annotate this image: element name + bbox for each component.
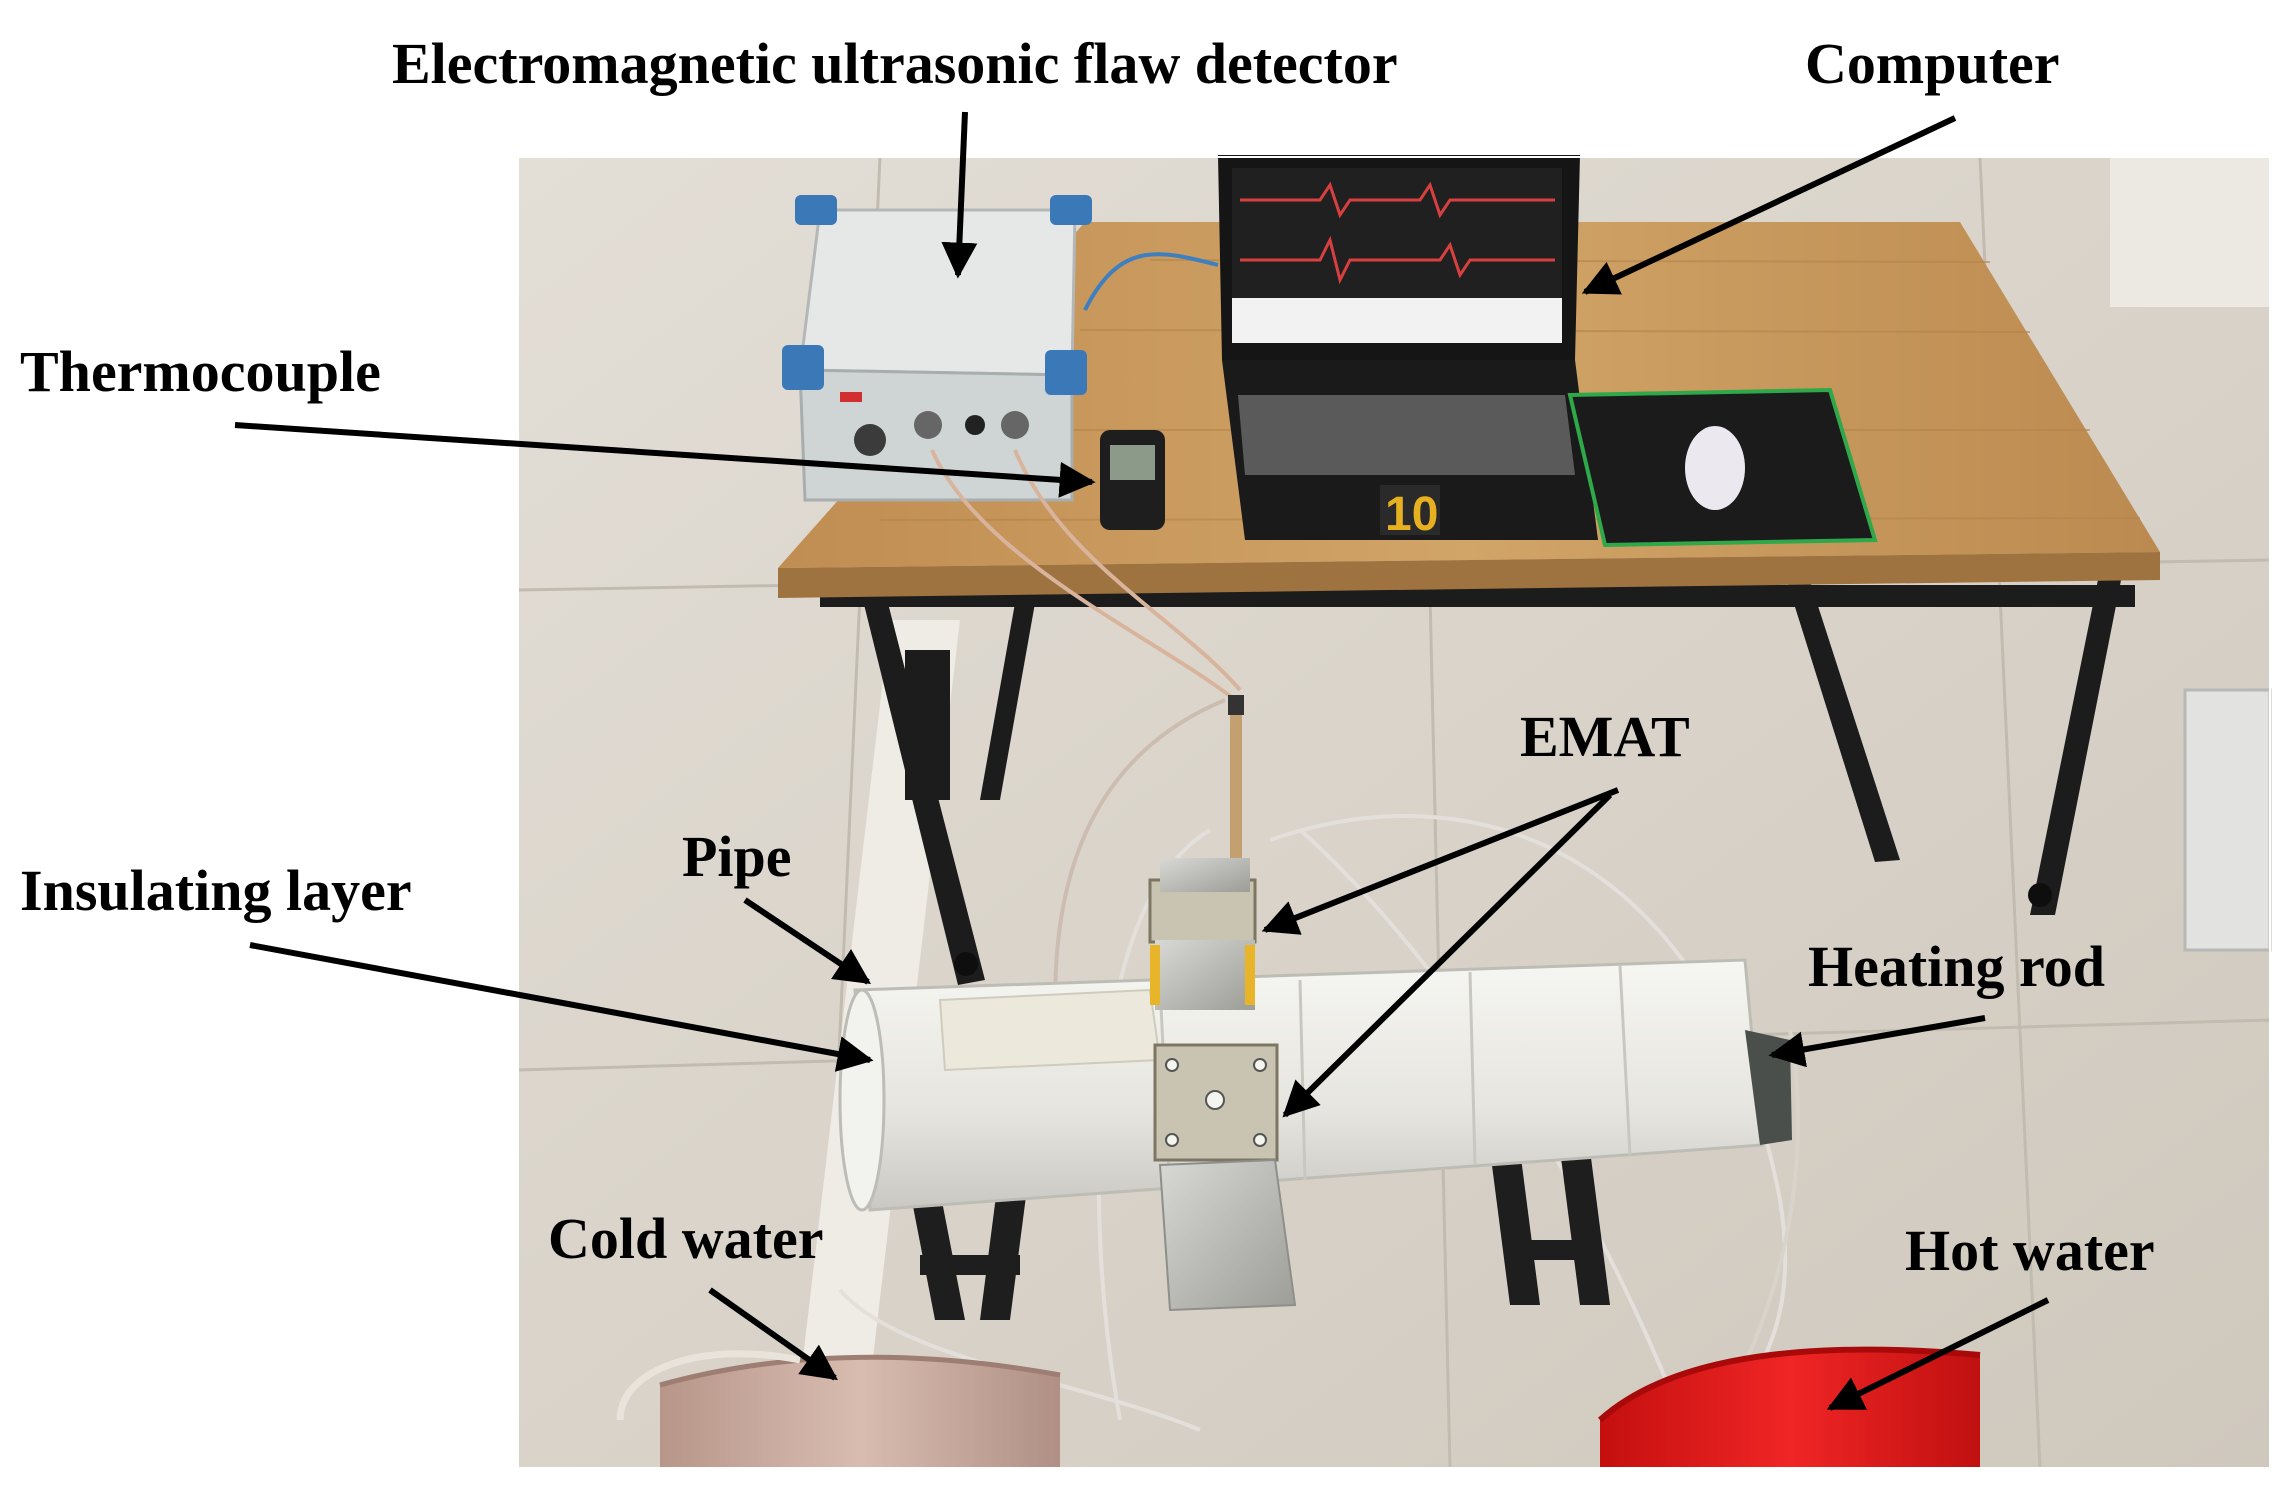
- label-emat: EMAT: [1520, 704, 1690, 769]
- cabinet: [2183, 688, 2272, 952]
- photo-frame: [517, 156, 2271, 1469]
- emat-bottom: [1153, 1043, 1297, 1312]
- wall-edge: [2110, 157, 2270, 307]
- aluminum-sheet: [1160, 858, 1250, 892]
- label-flaw-detector: Electromagnetic ultrasonic flaw detector: [392, 31, 1398, 96]
- label-computer: Computer: [1805, 31, 2060, 96]
- label-pipe: Pipe: [682, 824, 792, 889]
- table-frame: [820, 560, 2135, 985]
- pipe-stands: [905, 1150, 1610, 1320]
- laptop-sticker-number: 10: [1385, 488, 1438, 541]
- laptop: [1218, 155, 1598, 540]
- label-heating-rod: Heating rod: [1808, 934, 2105, 999]
- thermocouple-meter: [1100, 430, 1165, 530]
- table-foot: [954, 952, 978, 976]
- label-hot-water: Hot water: [1905, 1218, 2155, 1283]
- flaw-detector-device: [782, 195, 1092, 502]
- label-insulating-layer: Insulating layer: [20, 858, 412, 923]
- table-foot: [2028, 883, 2052, 907]
- label-cold-water: Cold water: [548, 1206, 824, 1271]
- label-thermocouple: Thermocouple: [20, 339, 381, 404]
- mouse: [1685, 426, 1745, 510]
